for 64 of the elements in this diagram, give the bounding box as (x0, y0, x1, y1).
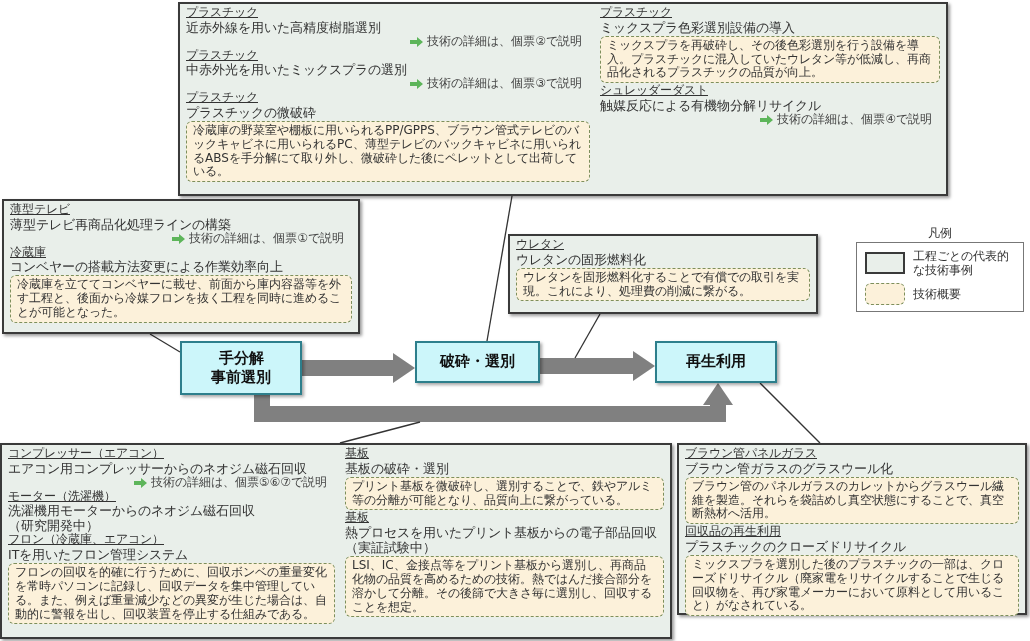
category-label: シュレッダーダスト (600, 84, 708, 98)
reference-note: 技術の詳細は、個票①で説明 (189, 231, 344, 246)
case-title: 薄型テレビ再商品化処理ラインの構築 (10, 216, 231, 232)
case-title: プラスチックのクローズドリサイクル (685, 539, 906, 554)
leader-line (759, 382, 821, 444)
case-title: プラスチックの微破砕 (186, 105, 316, 120)
summary-box: ブラウン管のパネルガラスのカレットからグラスウール繊維を製造。それらを袋詰めし真空状態にすることで、真空断熱材へ活用。 (685, 476, 1019, 525)
case-title: コンベヤーの搭載方法変更による作業効率向上 (10, 259, 283, 275)
legend-title: 凡例 (928, 226, 952, 242)
category-label: 基板 (345, 511, 369, 526)
leader-line (149, 333, 181, 353)
summary-box: 冷蔵庫を立ててコンベヤーに載せ、前面から庫内容器等を外す工程と、後面から冷媒フロンを抜く工程を同時に進めることが可能となった。 (10, 275, 352, 323)
case-title: （研究開発中） (8, 518, 99, 534)
category-label: ブラウン管パネルガラス (685, 447, 817, 461)
process-box: 手分解 事前選別 (180, 341, 302, 395)
process-arrow (302, 353, 415, 383)
summary-box: 冷蔵庫の野菜室や棚板に用いられるPP/GPPS、ブラウン管式テレビのバックキャビネに用いられるPC、薄型テレビのバックキャビネに用いられるABSを手分解にて取り外し、微破砕した後にペレットとして出荷している。 (186, 121, 590, 183)
case-title: ブラウン管ガラスのグラスウール化 (685, 460, 893, 476)
case-title: 洗濯機用モーターからのネオジム磁石回収 (8, 503, 255, 519)
category-label: プラスチック (186, 48, 258, 63)
category-label: 薄型テレビ (10, 203, 70, 217)
summary-box: フロンの回収を的確に行うために、回収ボンベの重量変化を常時パソコンに記録し、回収データを集中管理している。また、例えば重量減少などの異変が生じた場合は、自動的に警報を出し、回収装置を停止する仕組みである。 (8, 563, 335, 625)
category-label: 回収品の再生利用 (685, 525, 781, 539)
category-label: モーター（洗濯機） (8, 489, 116, 504)
reference-note: 技術の詳細は、個票④で説明 (777, 113, 932, 127)
case-title: 触媒反応による有機物分解リサイクル (600, 98, 821, 113)
process-box: 再生利用 (655, 341, 777, 383)
category-label: 基板 (345, 447, 369, 461)
category-label: プラスチック (600, 6, 672, 20)
case-title: （実証試験中） (345, 540, 436, 556)
legend-text: 工程ごとの代表的な技術事例 (913, 248, 1010, 278)
case-title: ウレタンの固形燃料化 (516, 251, 646, 267)
case-title: ITを用いたフロン管理システム (8, 547, 189, 563)
leader-line (574, 313, 601, 359)
case-panel (677, 443, 1027, 615)
summary-box: ウレタンを固形燃料化することで有償での取引を実現。これにより、処理費の削減に繋がる。 (516, 267, 810, 302)
case-title: 近赤外線を用いた高精度樹脂選別 (186, 19, 381, 35)
case-title: ミックスプラ色彩選別設備の導入 (600, 19, 795, 35)
summary-box: ミックスプラを選別した後のプラスチックの一部は、クローズドリサイクル（廃家電をリサイクルすることで生じる回収物を、再び家電メーカーにおいて原料として用いること）がなされている。 (685, 555, 1019, 617)
process-arrow (254, 383, 733, 422)
reference-note: 技術の詳細は、個票③で説明 (427, 77, 582, 92)
case-title: 熱プロセスを用いたプリント基板からの電子部品回収 (345, 525, 657, 541)
case-panel (178, 2, 948, 196)
legend-text: 技術概要 (913, 287, 961, 302)
category-label: コンプレッサー（エアコン） (8, 447, 164, 461)
process-box: 破砕・選別 (415, 341, 540, 383)
case-panel (508, 234, 818, 314)
summary-box: プリント基板を微破砕し、選別することで、鉄やアルミ等の分離が可能となり、品質向上に繋がっている。 (345, 476, 664, 511)
summary-box: LSI、IC、金接点等をプリント基板から選別し、再商品化物の品質を高めるための技術。熱ではんだ接合部分を溶かして分離。その後篩で大きさ毎に選別し、回収することを想定。 (345, 556, 664, 618)
case-title: 中赤外光を用いたミックスプラの選別 (186, 62, 407, 78)
case-title: エアコン用コンプレッサーからのネオジム磁石回収 (8, 460, 307, 476)
category-label: プラスチック (186, 91, 258, 105)
leader-line (486, 195, 513, 342)
case-panel (2, 199, 360, 334)
reference-note: 技術の詳細は、個票②で説明 (427, 34, 582, 49)
category-label: 冷蔵庫 (10, 245, 46, 260)
leader-line (339, 421, 421, 444)
category-label: ウレタン (516, 238, 564, 252)
summary-box: ミックスプラを再破砕し、その後色彩選別を行う設備を導入。プラスチックに混入していたウレタン等が低減し、再商品化されるプラスチックの品質が向上。 (600, 35, 940, 84)
category-label: フロン（冷蔵庫、エアコン） (8, 533, 164, 548)
reference-note: 技術の詳細は、個票⑤⑥⑦で説明 (150, 475, 327, 490)
category-label: プラスチック (186, 6, 258, 20)
case-title: 基板の破砕・選別 (345, 460, 449, 476)
case-panel (0, 443, 672, 639)
